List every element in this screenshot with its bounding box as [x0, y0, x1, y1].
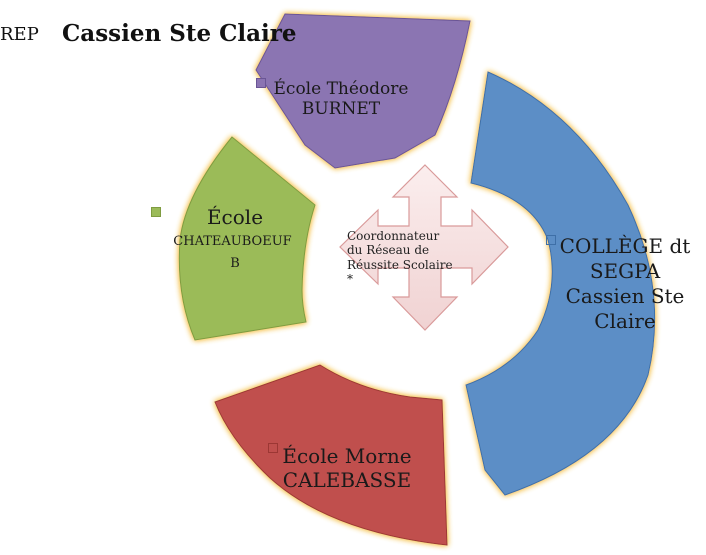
center-label-line2: du Réseau de	[347, 243, 430, 258]
center-arrow	[339, 164, 509, 331]
segment-college	[465, 71, 656, 496]
segment-chateauboeuf	[178, 136, 316, 341]
segment-label-college: COLLÈGE dt SEGPA Cassien Ste Claire	[559, 234, 691, 333]
segment-label-chateauboeuf-line2: CHATEAUBOEUF	[173, 234, 292, 249]
center-label-line3: Réussite Scolaire	[347, 257, 453, 272]
center-label: Coordonnateur du Réseau de Réussite Scol…	[347, 229, 477, 287]
center-label-line4: *	[347, 272, 353, 287]
center-label-line1: Coordonnateur	[347, 229, 440, 243]
title-prefix: REP	[0, 24, 39, 45]
legend-bullet-morne	[268, 443, 278, 453]
segment-label-burnet: École Théodore BURNET	[273, 79, 409, 120]
segment-label-chateauboeuf-line3: B	[230, 256, 240, 271]
segment-burnet	[255, 13, 471, 169]
segment-label-chateauboeuf-line1: École	[206, 205, 264, 229]
segment-label-morne: École Morne CALEBASSE	[282, 444, 412, 492]
page-title: Cassien Ste Claire	[62, 20, 297, 47]
legend-bullet-college	[546, 235, 556, 245]
segment-morne	[214, 364, 448, 546]
legend-bullet-chateauboeuf	[151, 207, 161, 217]
legend-bullet-burnet	[256, 78, 266, 88]
